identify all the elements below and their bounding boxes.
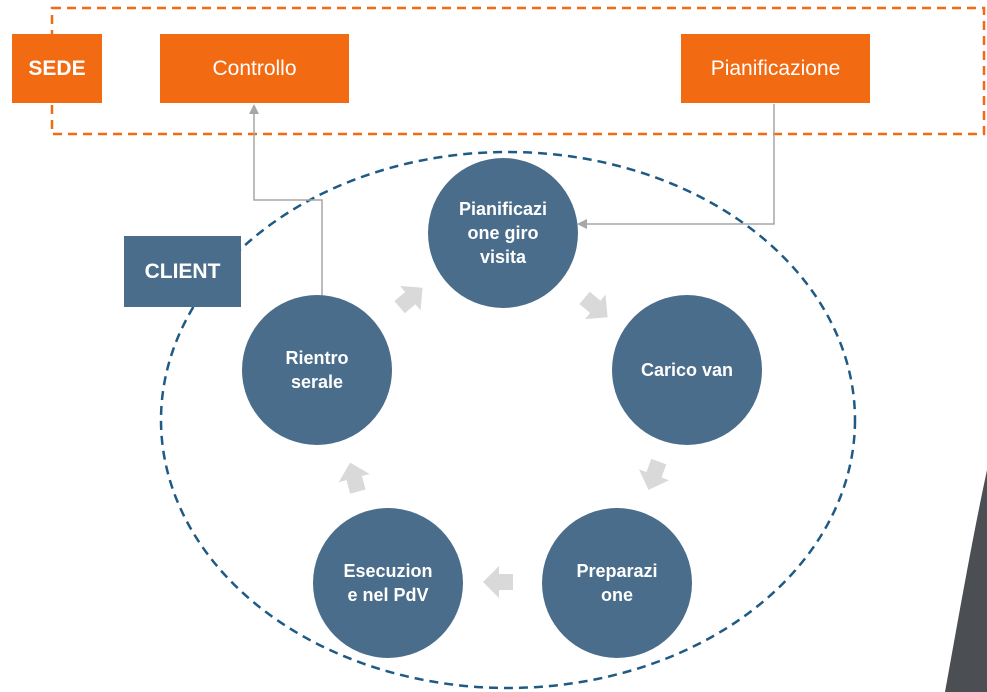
connector-pianificazione-giro xyxy=(586,104,775,225)
node-carico-van: Carico van xyxy=(612,295,762,445)
node-pianificazione-giro-visita: Pianificazi one giro visita xyxy=(428,158,578,308)
arrowhead-giro xyxy=(577,219,587,229)
node-label: Esecuzion e nel PdV xyxy=(343,561,433,605)
arrowhead-controllo xyxy=(249,104,259,114)
edge-shape xyxy=(945,470,987,692)
client-label: CLIENT xyxy=(124,236,241,307)
connector-rientro-controllo xyxy=(253,113,323,306)
cycle-arrow-1 xyxy=(579,291,608,320)
node-label: Carico van xyxy=(640,360,734,380)
cycle-arrow-4 xyxy=(338,462,370,494)
cycle-arrow-2 xyxy=(638,458,670,490)
pianificazione-box: Pianificazione xyxy=(681,34,870,103)
node-label: Pianificazi one giro visita xyxy=(458,199,548,267)
cycle-arrow-5 xyxy=(394,285,423,314)
node-preparazione: Preparazi one xyxy=(542,508,692,658)
node-label: Rientro serale xyxy=(285,348,349,392)
client-region xyxy=(159,150,857,690)
node-rientro-serale: Rientro serale xyxy=(242,295,392,445)
sede-label: SEDE xyxy=(12,34,102,103)
controllo-box: Controllo xyxy=(160,34,349,103)
node-esecuzione-nel-pdv: Esecuzion e nel PdV xyxy=(313,508,463,658)
sede-region xyxy=(50,6,986,136)
cycle-arrow-3 xyxy=(483,566,513,598)
node-label: Preparazi one xyxy=(576,561,658,605)
